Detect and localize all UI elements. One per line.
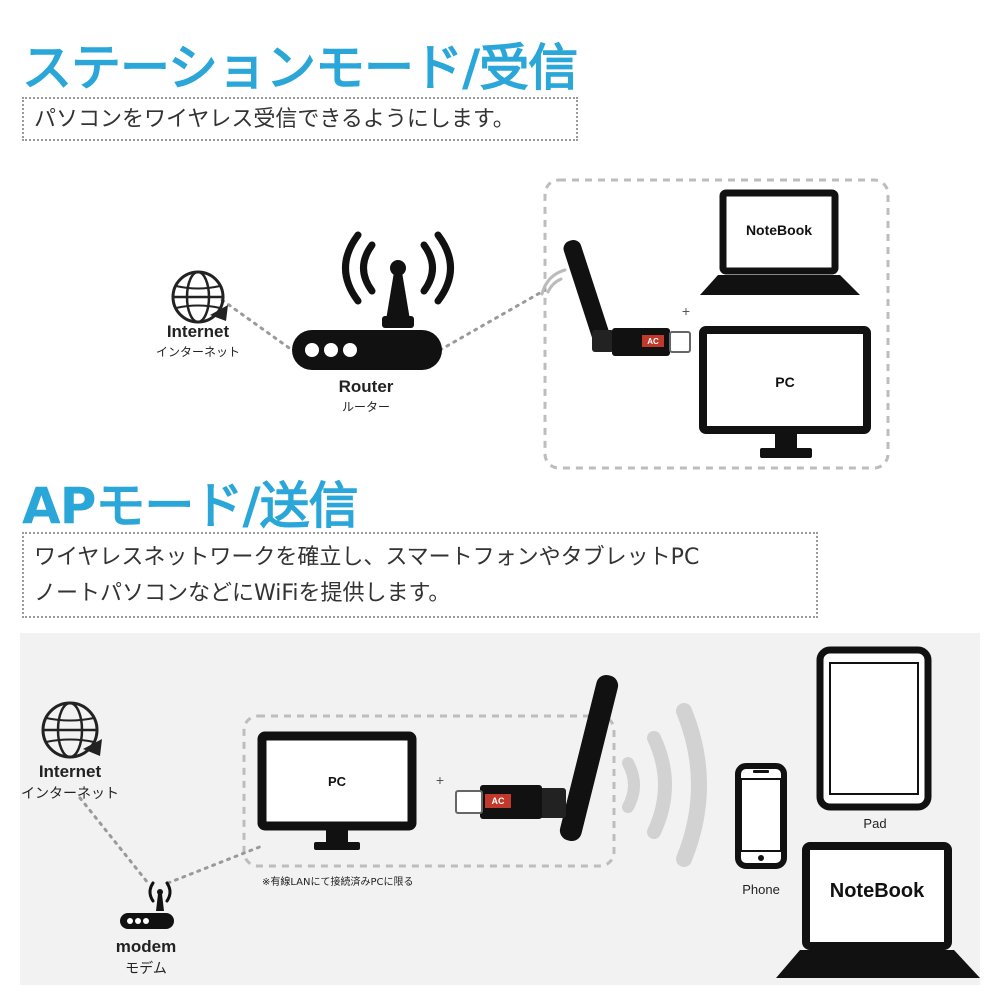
ap-mode-diagram: PC + AC NoteBook — [41, 646, 980, 978]
ap-internet-label-jp: インターネット — [21, 786, 119, 802]
station-notebook-icon: NoteBook — [700, 189, 860, 295]
station-device-group-box — [543, 178, 890, 470]
station-internet-label-en: Internet — [166, 322, 230, 341]
internet-modem-line — [78, 796, 150, 885]
ap-globe-icon — [41, 701, 102, 759]
station-mode-description: パソコンをワイヤレス受信できるようにします。 — [22, 97, 578, 141]
router-label-en: Router — [338, 377, 394, 396]
modem-icon — [120, 881, 174, 929]
phone-icon — [735, 763, 787, 869]
pad-label: Pad — [863, 816, 887, 831]
wifi-signal-icon — [540, 268, 567, 296]
ap-mode-description: ワイヤレスネットワークを確立し、スマートフォンやタブレットPC ノートパソコンな… — [22, 532, 818, 618]
phone-label: Phone — [742, 882, 780, 897]
ap-adapter-label: AC — [492, 796, 505, 806]
station-notebook-label: NoteBook — [746, 222, 812, 238]
ap-pc-note: ※有線LANにて接続済みPCに限る — [262, 877, 414, 888]
ap-description-line-2: ノートパソコンなどにWiFiを提供します。 — [34, 581, 451, 606]
station-pc-label: PC — [775, 374, 794, 390]
router-label-jp: ルーター — [341, 400, 390, 414]
station-pc-monitor-icon: PC — [699, 326, 871, 458]
router-icon — [292, 231, 454, 370]
ap-plus-sign: + — [436, 772, 444, 788]
ap-pc-monitor-icon: PC — [257, 731, 417, 850]
globe-icon — [171, 270, 228, 324]
pad-icon — [816, 646, 932, 811]
router-adapter-line — [438, 288, 547, 352]
ap-usb-wifi-adapter-icon: AC — [455, 674, 619, 842]
ap-notebook-icon: NoteBook — [776, 842, 980, 978]
ap-pc-label: PC — [328, 774, 347, 789]
ap-description-line-1: ワイヤレスネットワークを確立し、スマートフォンやタブレットPC — [34, 545, 700, 570]
ap-mode-title: APモード/送信 — [22, 477, 359, 535]
internet-router-line — [220, 298, 294, 352]
ap-device-group-box — [242, 714, 616, 868]
ap-internet-label-en: Internet — [38, 762, 102, 781]
ap-wifi-signal-icon — [622, 703, 707, 867]
usb-wifi-adapter-icon: AC — [563, 239, 691, 356]
station-mode-title: ステーションモード/受信 — [22, 39, 578, 97]
modem-label-jp: モデム — [125, 961, 167, 977]
station-plus-sign: + — [682, 303, 690, 319]
modem-label-en: modem — [115, 937, 177, 956]
station-mode-diagram: AC + NoteBook PC — [171, 178, 890, 470]
station-adapter-label: AC — [647, 337, 659, 346]
ap-notebook-label: NoteBook — [830, 880, 925, 902]
modem-pc-line — [166, 844, 264, 885]
station-internet-label-jp: インターネット — [155, 345, 240, 359]
